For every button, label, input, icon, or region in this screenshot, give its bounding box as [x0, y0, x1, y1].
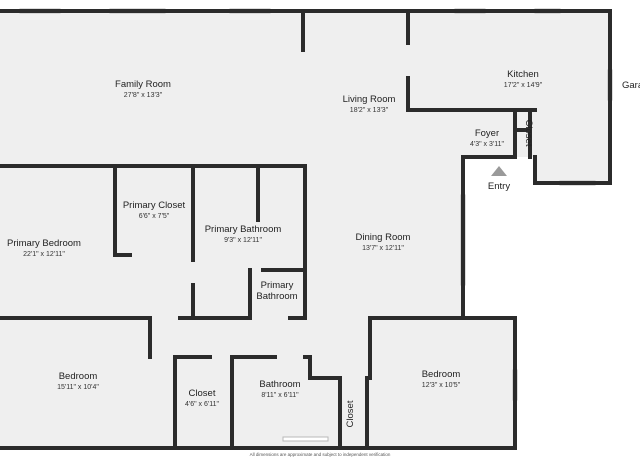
foyer-closet-name: Closet: [523, 120, 534, 147]
entry-arrow-icon: [491, 166, 507, 176]
kitchen-name: Kitchen: [507, 69, 539, 80]
foyer-dims: 4'3" x 3'11": [470, 141, 504, 148]
kitchen-dims: 17'2" x 14'9": [504, 82, 543, 89]
foyer-name: Foyer: [475, 128, 499, 139]
primary-bathroom-dims: 9'3" x 12'11": [224, 237, 262, 244]
primary-bathroom-small-line2: Bathroom: [256, 291, 297, 302]
primary-bathroom-small-line1: Primary: [261, 280, 294, 291]
living-room-dims: 18'2" x 13'3": [350, 107, 389, 114]
dining-room-name: Dining Room: [356, 232, 411, 243]
primary-closet-name: Primary Closet: [123, 200, 186, 211]
bathroom-name: Bathroom: [259, 379, 300, 390]
primary-bedroom-name: Primary Bedroom: [7, 238, 81, 249]
dining-room-dims: 13'7" x 12'11": [362, 245, 404, 252]
living-room-name: Living Room: [343, 94, 396, 105]
garage-name: Gara: [622, 80, 640, 91]
bedroom-right-dims: 12'3" x 10'5": [422, 382, 461, 389]
family-room-name: Family Room: [115, 79, 171, 90]
bedroom-left-dims: 15'11" x 10'4": [57, 384, 99, 391]
primary-closet-dims: 6'6" x 7'5": [139, 213, 170, 220]
primary-bedroom-dims: 22'1" x 12'11": [23, 251, 65, 258]
entry-label: Entry: [488, 181, 510, 192]
family-room-dims: 27'8" x 13'3": [124, 92, 163, 99]
closet-left-name: Closet: [189, 388, 216, 399]
window: [282, 436, 329, 442]
primary-bathroom-name: Primary Bathroom: [205, 224, 282, 235]
bathroom-dims: 8'11" x 6'11": [261, 392, 299, 399]
footer-note: All dimensions are approximate and subje…: [250, 452, 391, 457]
closet-small-name: Closet: [345, 400, 356, 427]
bedroom-left-name: Bedroom: [59, 371, 98, 382]
closet-left-dims: 4'6" x 6'11": [185, 401, 219, 408]
walls: [0, 9, 612, 450]
bedroom-right-name: Bedroom: [422, 369, 461, 380]
room-labels: Family Room 27'8" x 13'3" Living Room 18…: [7, 69, 640, 457]
